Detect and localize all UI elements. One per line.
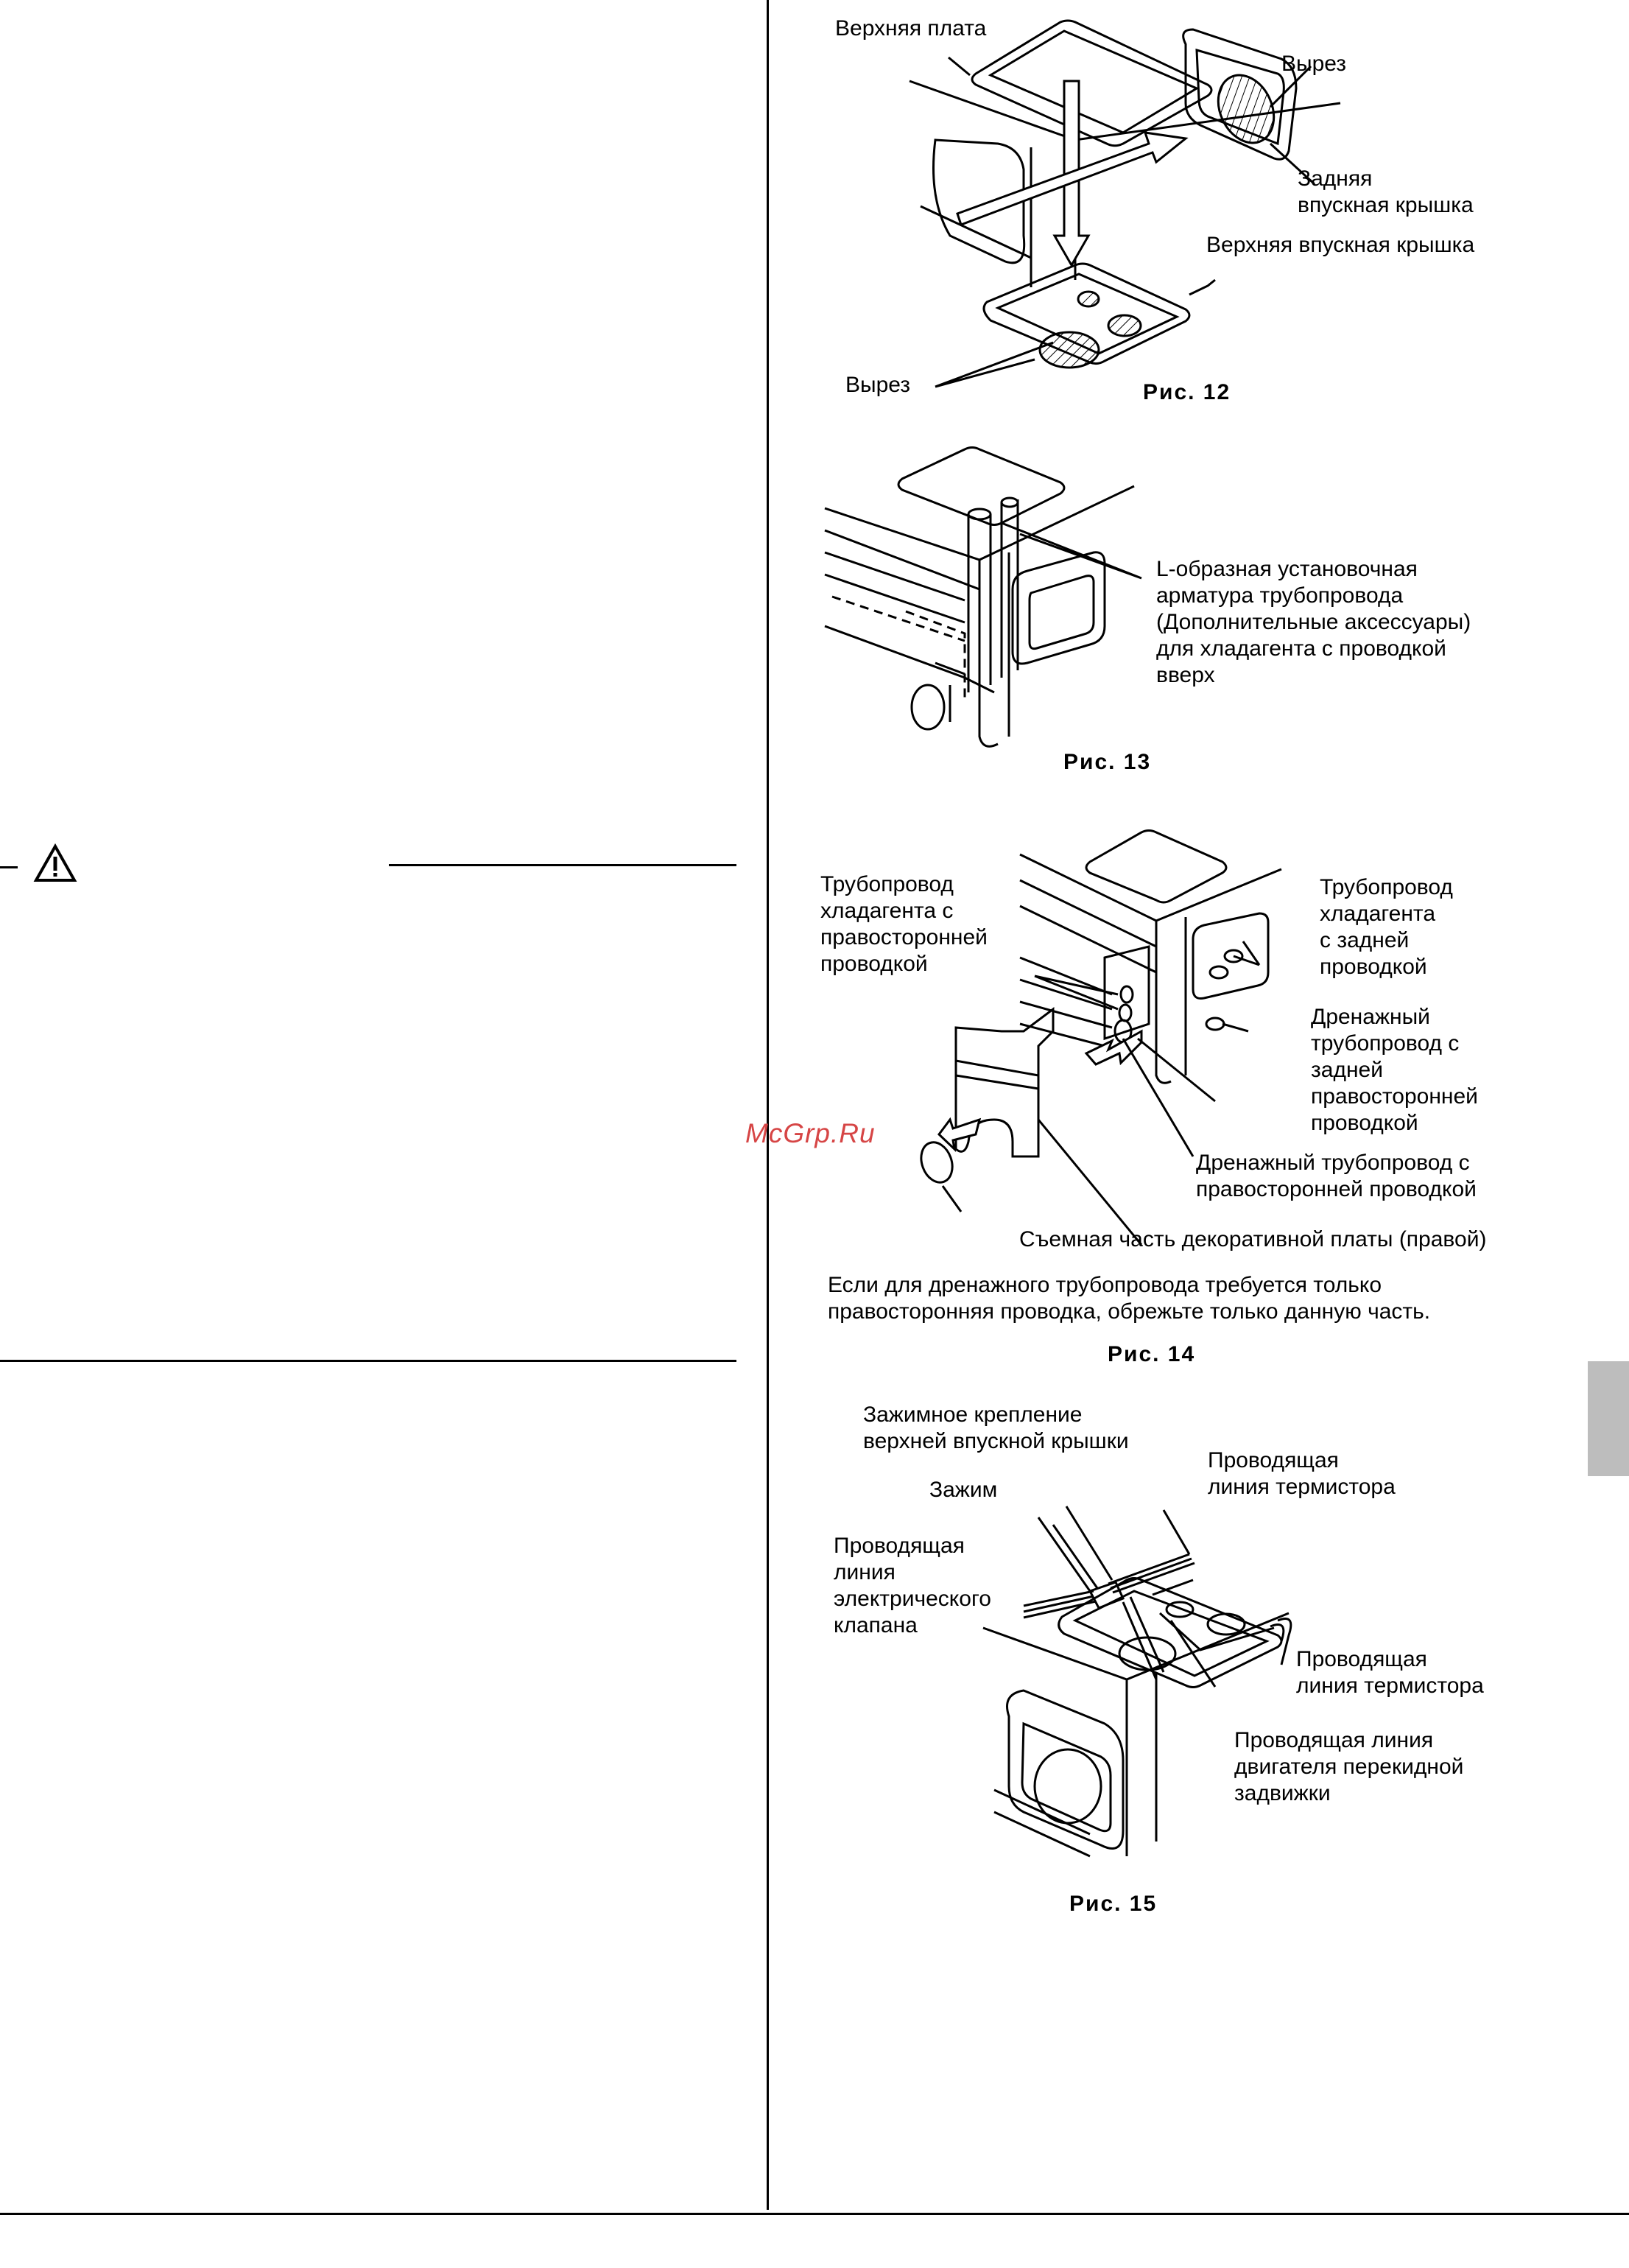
label-l-fitting-line: L-образная установочная	[1156, 557, 1418, 581]
label-clamp-mount: Зажимное крепление	[863, 1402, 1083, 1427]
label-l-fitting-line: арматура трубопровода	[1156, 583, 1404, 608]
label-refrig-rear: хладагента	[1320, 902, 1436, 926]
caption-fig-15: Рис. 15	[1069, 1892, 1158, 1916]
label-top-panel: Верхняя плата	[835, 16, 987, 41]
label-refrig-right: хладагента с	[820, 899, 954, 923]
label-thermistor-top: Проводящая	[1208, 1448, 1339, 1472]
label-cutout-top: Вырез	[1281, 52, 1347, 76]
caption-fig-12: Рис. 12	[1143, 380, 1231, 404]
label-valve-line: электрического	[834, 1587, 991, 1611]
label-refrig-right: правосторонней	[820, 925, 988, 949]
label-cutout-bottom: Вырез	[845, 373, 911, 397]
figure-15-drawing	[979, 1444, 1348, 1871]
label-drain-right: правосторонней проводкой	[1196, 1177, 1477, 1201]
label-drain-rear: Дренажный	[1311, 1005, 1430, 1029]
note-line: правосторонняя проводка, обрежьте только…	[828, 1299, 1431, 1324]
label-refrig-rear: проводкой	[1320, 955, 1427, 979]
warning-icon	[34, 844, 77, 882]
warning-rule	[389, 864, 736, 866]
label-rear-cover-line2: впускная крышка	[1298, 193, 1474, 217]
caption-fig-13: Рис. 13	[1063, 750, 1152, 774]
watermark: McGrp.Ru	[745, 1118, 876, 1148]
label-drain-rear: правосторонней	[1311, 1084, 1478, 1109]
label-refrig-rear: Трубопровод	[1320, 875, 1453, 899]
label-l-fitting-line: вверх	[1156, 663, 1215, 687]
figure-14-drawing	[898, 810, 1502, 1252]
label-drain-rear: трубопровод с	[1311, 1031, 1460, 1056]
label-valve-line: линия	[834, 1560, 896, 1584]
figure-13-drawing	[817, 442, 1230, 751]
figure-12-drawing	[840, 15, 1576, 412]
label-refrig-rear: с задней	[1320, 928, 1410, 952]
label-damper-motor: Проводящая линия	[1234, 1728, 1434, 1752]
label-refrig-right: Трубопровод	[820, 872, 954, 896]
label-damper-motor: двигателя перекидной	[1234, 1755, 1464, 1779]
label-drain-rear: проводкой	[1311, 1111, 1418, 1135]
label-upper-cover: Верхняя впускная крышка	[1206, 233, 1475, 257]
label-thermistor-right: Проводящая	[1296, 1647, 1427, 1671]
label-removable-part: Съемная часть декоративной платы (правой…	[1019, 1227, 1487, 1251]
caption-fig-14: Рис. 14	[1108, 1342, 1196, 1366]
note-line: Если для дренажного трубопровода требует…	[828, 1273, 1382, 1297]
label-drain-right: Дренажный трубопровод с	[1196, 1151, 1470, 1175]
label-rear-cover-line1: Задняя	[1298, 166, 1373, 191]
label-clamp: Зажим	[929, 1478, 998, 1502]
label-thermistor-right: линия термистора	[1296, 1674, 1484, 1698]
label-l-fitting-line: для хладагента с проводкой	[1156, 636, 1446, 661]
label-clamp-mount: верхней впускной крышки	[863, 1429, 1129, 1453]
label-thermistor-top: линия термистора	[1208, 1475, 1396, 1499]
label-valve-line: клапана	[834, 1613, 918, 1637]
label-valve-line: Проводящая	[834, 1534, 965, 1558]
label-damper-motor: задвижки	[1234, 1781, 1331, 1805]
warning-dash	[0, 866, 18, 868]
label-l-fitting-line: (Дополнительные аксессуары)	[1156, 610, 1471, 634]
label-refrig-right: проводкой	[820, 952, 928, 976]
bottom-rule	[0, 2213, 1629, 2215]
left-section-rule	[0, 1360, 736, 1362]
column-divider	[767, 0, 769, 2210]
label-drain-rear: задней	[1311, 1058, 1383, 1082]
page-edge-tab	[1588, 1361, 1629, 1476]
